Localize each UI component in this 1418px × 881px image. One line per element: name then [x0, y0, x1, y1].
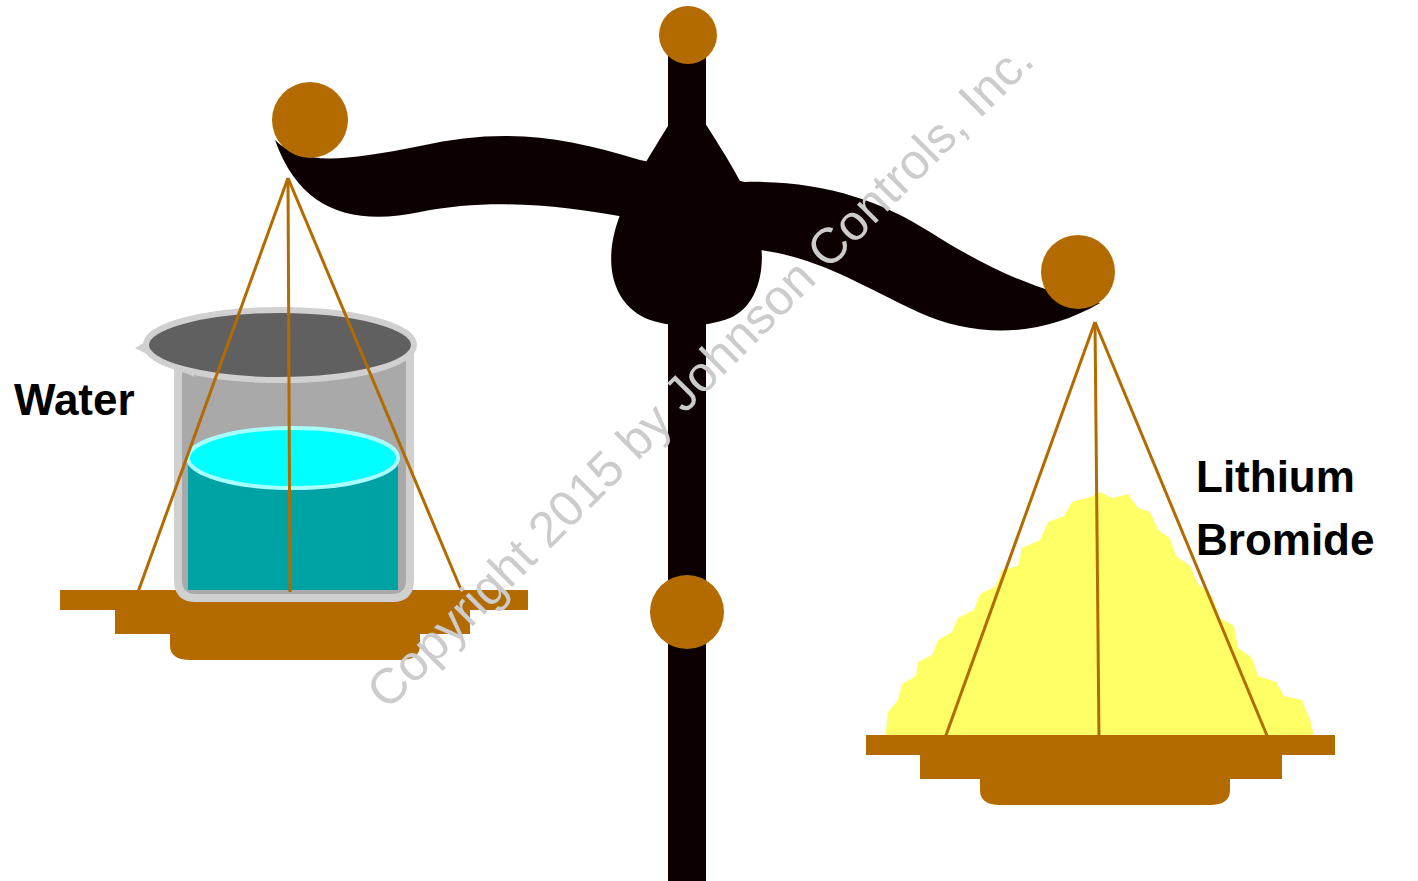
string [945, 322, 1095, 738]
left-pan-strings [138, 178, 462, 592]
water-surface [188, 428, 398, 488]
right-knob [1041, 235, 1115, 309]
substance-label: Water [14, 374, 135, 426]
string [288, 178, 290, 592]
top-knob [659, 6, 717, 64]
left-knob [272, 82, 348, 158]
string [138, 178, 288, 592]
right-pan-base [920, 753, 1282, 779]
middle-knob [650, 575, 724, 649]
substance-label: Lithium Bromide [1196, 445, 1411, 571]
right-pan-rim [866, 735, 1335, 755]
beaker-rim [146, 310, 414, 380]
string [1095, 322, 1099, 738]
watermark: Copyright 2015 by Johnson Controls, Inc. [355, 30, 1046, 721]
right-pan-bowl [980, 777, 1230, 805]
string [288, 178, 462, 592]
pivot-bulb [611, 92, 762, 326]
